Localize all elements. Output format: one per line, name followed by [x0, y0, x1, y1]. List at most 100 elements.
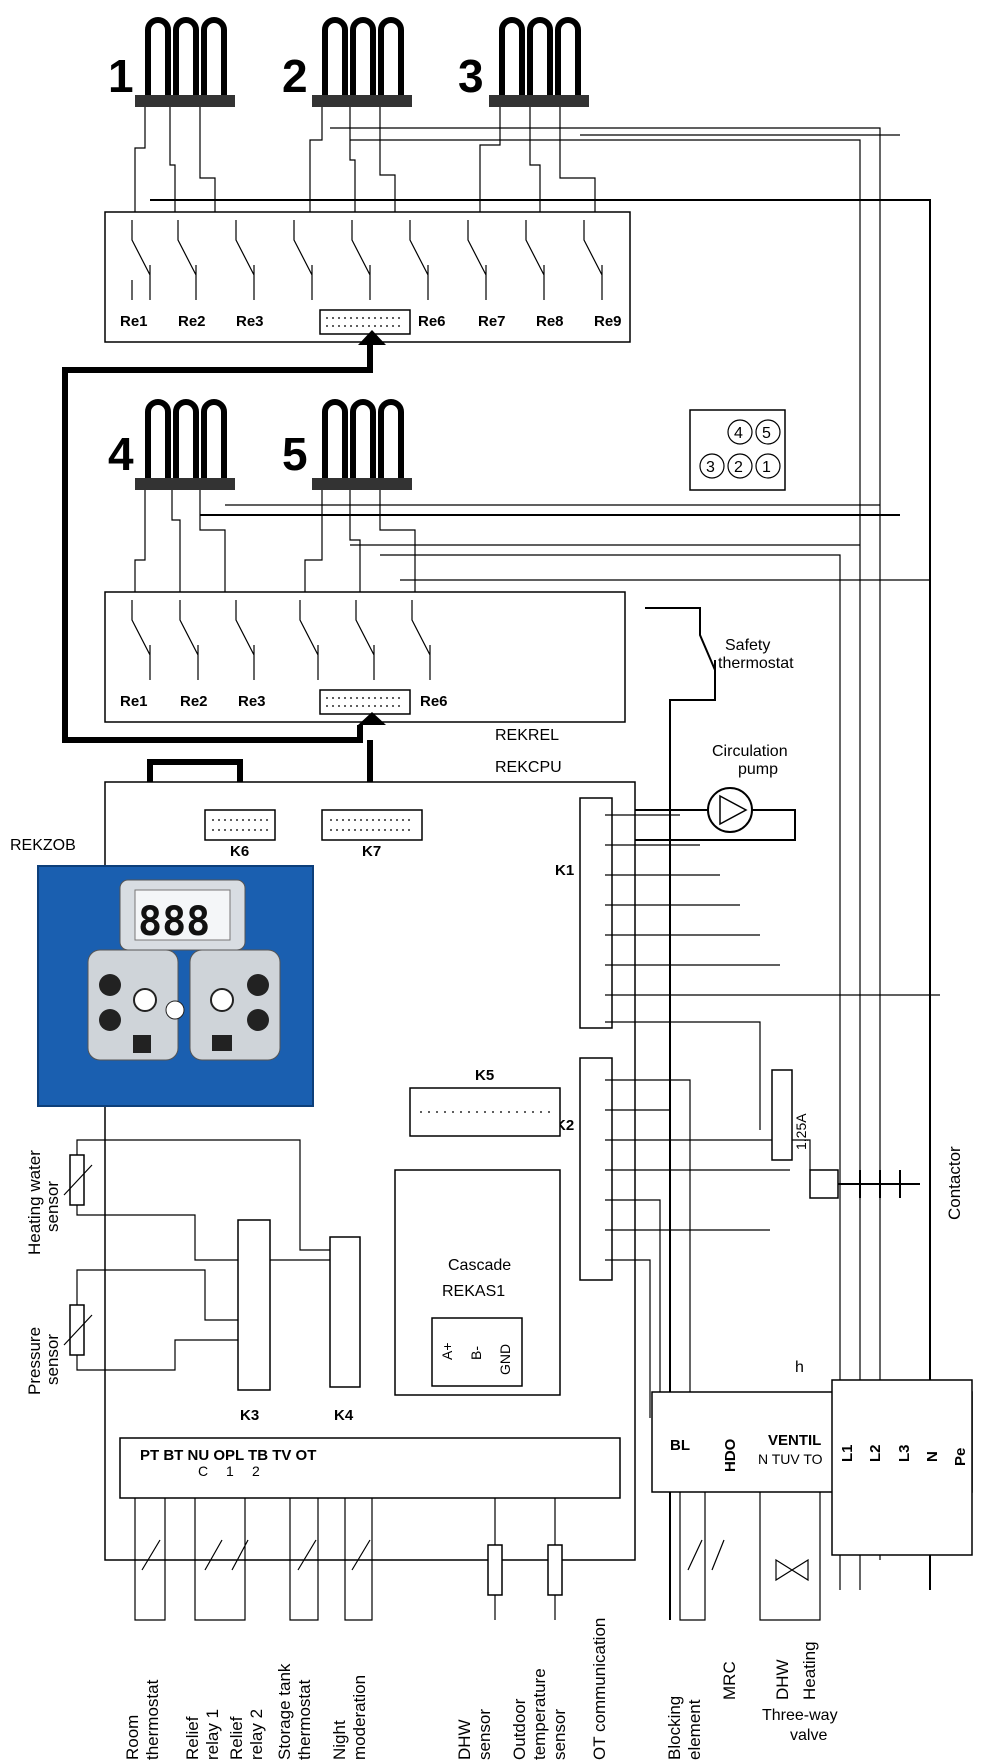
bottom-label: Outdoor: [510, 1698, 529, 1760]
input-terminal-sub: 2: [252, 1463, 260, 1479]
k7-connector: [321, 809, 423, 841]
relay-label: Re1: [120, 313, 148, 330]
pressure-sensor: Pressure sensor: [25, 1269, 240, 1395]
element-number: 3: [458, 50, 484, 102]
bottom-label: element: [685, 1699, 704, 1760]
element-wiring-top: [134, 107, 931, 1590]
relay-label: Re6: [418, 313, 446, 330]
k2-connector: K2: [555, 1057, 811, 1418]
bottom-label: moderation: [350, 1675, 369, 1760]
pump-label: pump: [738, 761, 778, 778]
k4-label: K4: [334, 1407, 354, 1424]
bottom-label: sensor: [550, 1709, 569, 1760]
k3-label: K3: [240, 1407, 259, 1424]
rekzob-label: REKZOB: [10, 837, 76, 854]
input-terminal-labels: PT BT NU OPL TB TV OT: [140, 1447, 316, 1464]
map-number: 2: [734, 459, 743, 476]
k5-label: K5: [475, 1067, 494, 1084]
contactor: Contactor: [809, 1146, 964, 1220]
rekcpu-label: REKCPU: [495, 759, 562, 776]
pump-label: Circulation: [712, 743, 788, 760]
arrow-up-icon-2[interactable]: [247, 974, 269, 996]
power-icon-2[interactable]: [210, 988, 234, 1012]
map-number: 4: [734, 425, 743, 442]
relay-connector: [319, 309, 411, 335]
element-number: 2: [282, 50, 308, 102]
bottom-label: DHW: [455, 1719, 474, 1760]
bottom-label: relay 2: [247, 1709, 266, 1760]
relay-label: Re2: [178, 313, 206, 330]
arrow-down-icon-2[interactable]: [247, 1009, 269, 1031]
safety-thermostat: Safety thermostat: [645, 607, 794, 1620]
rekrel-label: REKREL: [495, 727, 559, 744]
hdo-label: HDO: [722, 1438, 739, 1472]
relay-label: Re1: [120, 693, 148, 710]
bottom-input-devices: [134, 1492, 821, 1621]
heating-element-3: 3: [458, 17, 589, 107]
cascade-terminal: A+: [439, 1342, 455, 1360]
phase-label: L3: [896, 1444, 913, 1462]
bottom-label: thermostat: [143, 1679, 162, 1760]
three-way-valve-label: Three-way: [762, 1707, 838, 1724]
phase-label: Pe: [952, 1448, 969, 1466]
element-wiring-bottom: [134, 490, 930, 1590]
contactor-label: Contactor: [945, 1146, 964, 1220]
k3-connector: K3: [237, 1219, 271, 1424]
relay-label: Re9: [594, 313, 622, 330]
cascade-terminal: B-: [468, 1346, 484, 1360]
heating-water-sensor: Heating water sensor: [25, 1139, 335, 1261]
cascade-label: REKAS1: [442, 1283, 505, 1300]
heating-element-4: 4: [108, 399, 235, 490]
h-label: h: [795, 1359, 804, 1376]
input-terminal-strip: PT BT NU OPL TB TV OT C 1 2: [119, 1437, 621, 1499]
circulation-pump: Circulation pump: [600, 743, 796, 841]
bottom-label: OT communication: [590, 1618, 609, 1760]
relay-label: Re8: [536, 313, 564, 330]
bottom-label: sensor: [475, 1709, 494, 1760]
power-icon[interactable]: [133, 988, 157, 1012]
sensor-label: sensor: [43, 1334, 62, 1385]
relay-label: Re7: [478, 313, 506, 330]
safety-label: thermostat: [718, 655, 794, 672]
relay-label: Re3: [238, 693, 266, 710]
bottom-label: DHW: [773, 1659, 792, 1700]
arrow-up-icon[interactable]: [99, 974, 121, 996]
relay-label: Re3: [236, 313, 264, 330]
relay-label: Re2: [180, 693, 208, 710]
relay-board-bottom: Re1 Re2 Re3 Re6: [104, 591, 626, 723]
cascade-module: K5 Cascade REKAS1 A+ B- GND: [394, 1067, 561, 1396]
display-readout: 888: [138, 899, 210, 945]
relay-label: Re6: [420, 693, 448, 710]
radiator-icon: [133, 1035, 151, 1053]
bottom-labels: Room thermostat Relief relay 1 Relief re…: [123, 1618, 838, 1760]
ventil-sub-label: N TUV TO: [758, 1451, 823, 1467]
fuse: 1,25A: [771, 1069, 809, 1161]
relay-board-top: Re1 Re2 Re3 Re6 Re7 Re8 Re9: [104, 211, 631, 343]
k6-label: K6: [230, 843, 249, 860]
ventil-label: VENTIL: [768, 1432, 821, 1449]
sensor-label: Pressure: [25, 1327, 44, 1395]
safety-label: Safety: [725, 637, 770, 654]
input-terminal-sub: 1: [226, 1463, 234, 1479]
bottom-label: temperature: [530, 1668, 549, 1760]
bottom-label: MRC: [720, 1661, 739, 1700]
bottom-label: Room: [123, 1715, 142, 1760]
bottom-label: Relief: [227, 1716, 246, 1760]
heating-element-2: 2: [282, 17, 412, 107]
tap-icon: [212, 1035, 232, 1051]
arrow-down-icon[interactable]: [99, 1009, 121, 1031]
bottom-label: thermostat: [295, 1679, 314, 1760]
bottom-label: Blocking: [665, 1696, 684, 1760]
element-number: 5: [282, 428, 308, 480]
mode-icon[interactable]: [165, 1000, 185, 1020]
bottom-label: Night: [330, 1720, 349, 1760]
phase-label: L2: [867, 1444, 884, 1462]
bottom-label: Storage tank: [275, 1663, 294, 1760]
cascade-terminal: GND: [497, 1344, 513, 1375]
power-terminal-block: BL HDO VENTIL N TUV TO L1 L2 L3 N Pe: [651, 1379, 973, 1556]
three-way-valve-label: valve: [790, 1727, 827, 1744]
k4-connector: K4: [329, 1236, 361, 1424]
element-number: 1: [108, 50, 134, 102]
map-number: 5: [762, 425, 771, 442]
